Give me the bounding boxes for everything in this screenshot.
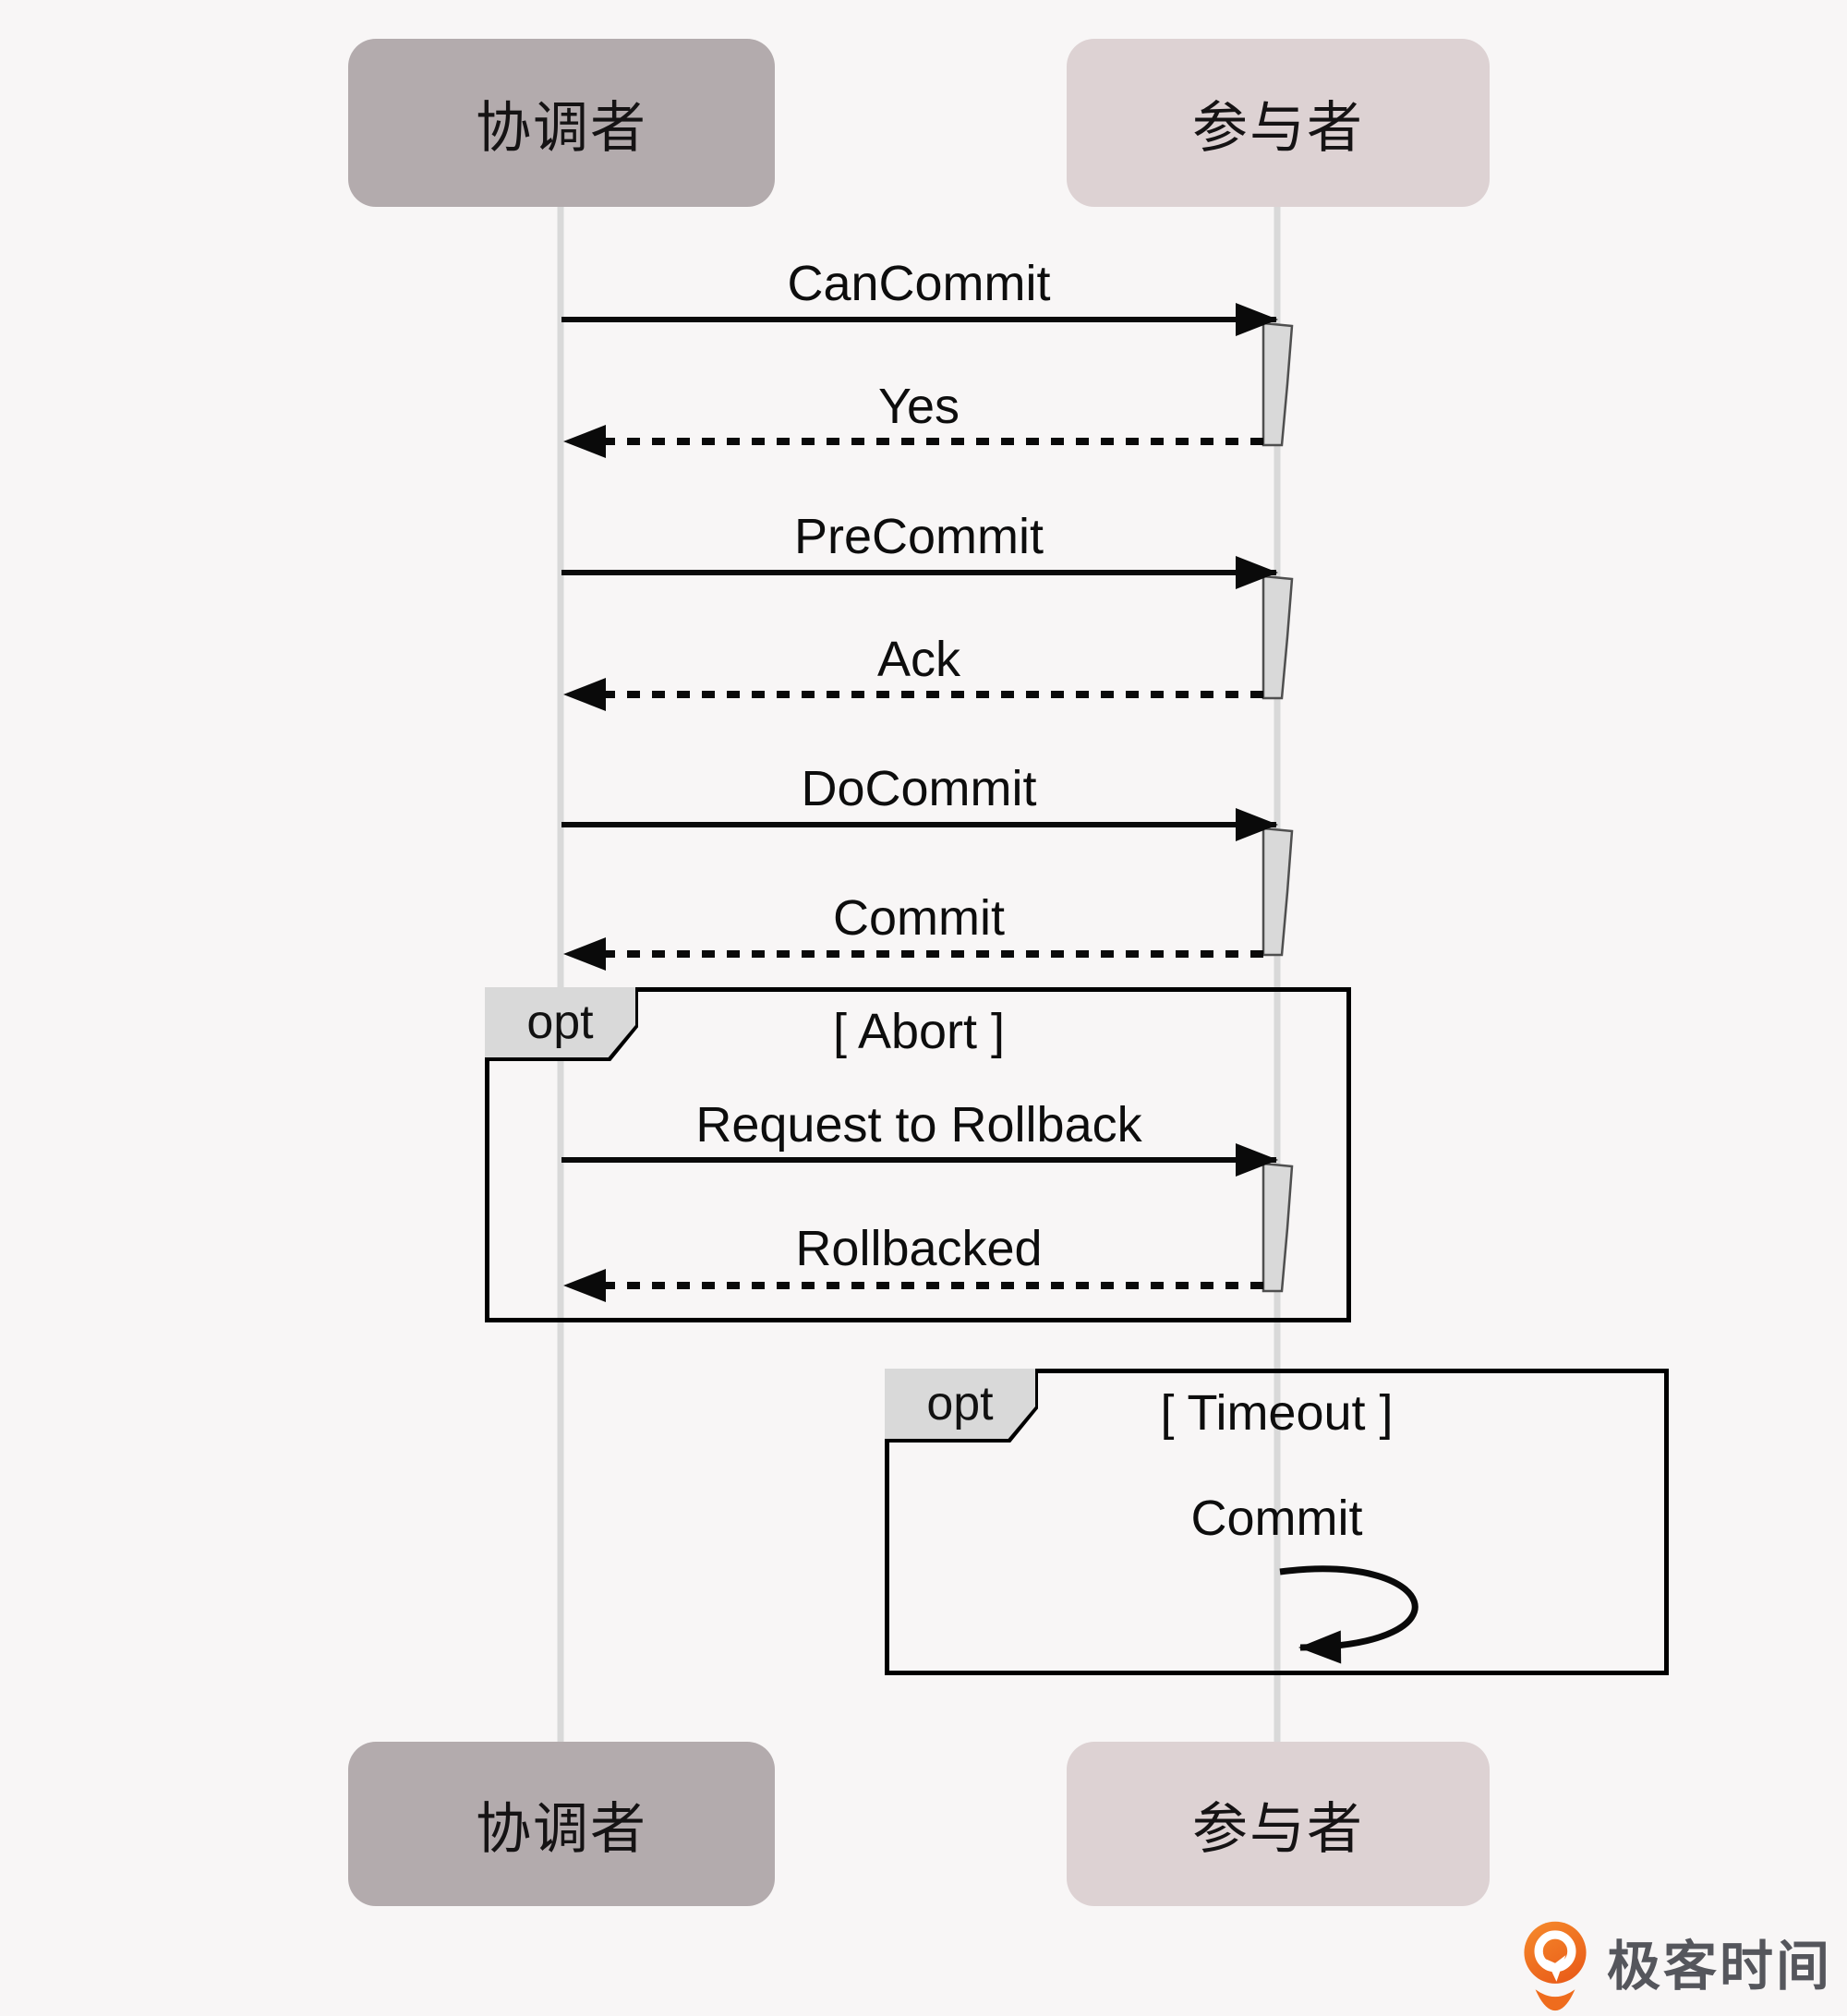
brand-footer: 极客时间 — [1522, 1921, 1832, 2013]
guard-label-timeout: [ Timeout ] — [1160, 1385, 1394, 1441]
geektime-logo-icon — [1524, 1921, 1587, 2011]
message-label-cancommit: CanCommit — [787, 256, 1051, 311]
activation-bar-rollback — [1262, 1162, 1294, 1293]
actor-participant-top-label: 参与者 — [1192, 96, 1364, 159]
actor-coordinator-bottom: 协调者 — [348, 1742, 775, 1906]
opt-frame-abort-tab: opt — [485, 987, 638, 1061]
activation-bar-cancommit — [1262, 321, 1294, 447]
message-label-rollbacked: Rollbacked — [795, 1221, 1043, 1276]
actor-coordinator-top-label: 协调者 — [476, 96, 647, 159]
message-label-yes: Yes — [877, 379, 960, 434]
opt-frame-abort-keyword: opt — [485, 987, 635, 1057]
opt-frame-abort: opt — [485, 987, 1351, 1322]
message-label-commit: Commit — [833, 890, 1005, 946]
activation-bar-docommit — [1262, 827, 1294, 957]
actor-participant-bottom: 参与者 — [1067, 1742, 1490, 1906]
message-label-commit-self: Commit — [1190, 1491, 1363, 1546]
message-label-precommit: PreCommit — [793, 509, 1044, 564]
arrow-commit-self-loop — [1279, 1565, 1418, 1664]
actor-coordinator-top: 协调者 — [348, 39, 775, 207]
brand-text: 极客时间 — [1607, 1937, 1833, 1997]
opt-frame-timeout-keyword: opt — [885, 1369, 1035, 1439]
guard-label-abort: [ Abort ] — [832, 1004, 1006, 1059]
actor-participant-top: 参与者 — [1067, 39, 1490, 207]
message-label-docommit: DoCommit — [801, 761, 1037, 816]
actor-coordinator-bottom-label: 协调者 — [476, 1797, 647, 1860]
opt-frame-timeout-tab: opt — [885, 1369, 1038, 1443]
opt-frame-timeout: opt — [885, 1369, 1669, 1675]
actor-participant-bottom-label: 参与者 — [1192, 1797, 1364, 1860]
message-label-request-to-rollback: Request to Rollback — [695, 1097, 1142, 1153]
message-label-ack: Ack — [876, 632, 961, 687]
activation-bar-precommit — [1262, 574, 1294, 700]
